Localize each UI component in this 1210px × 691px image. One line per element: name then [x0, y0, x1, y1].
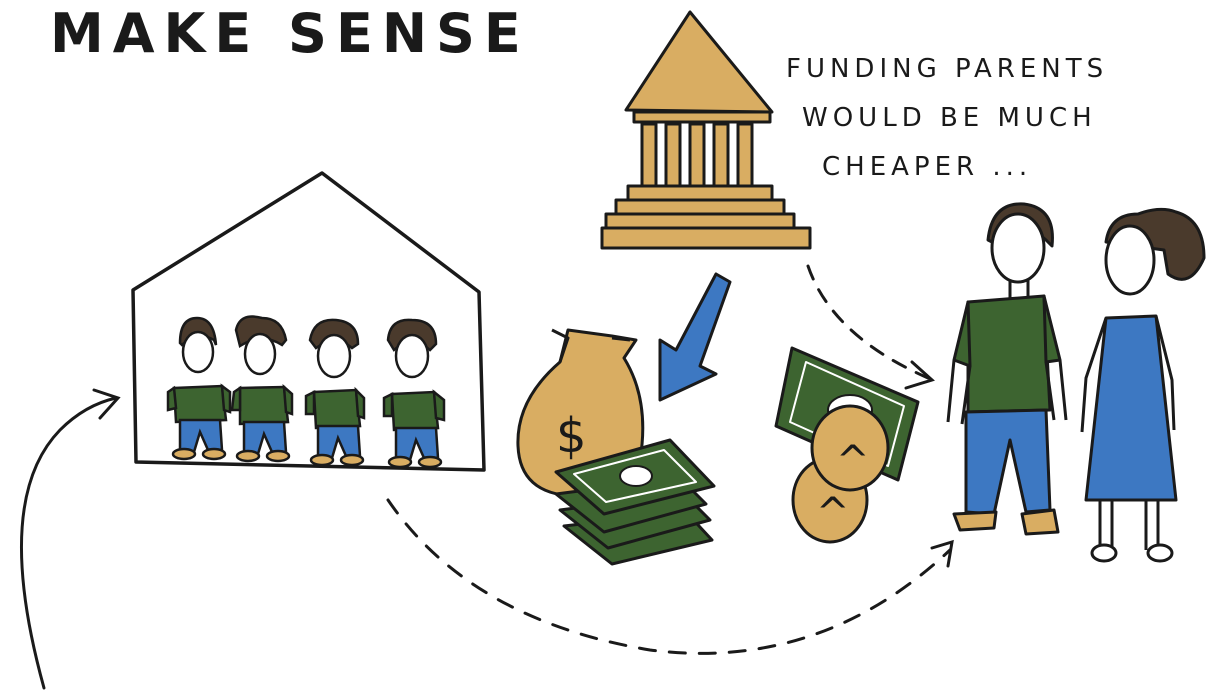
cash-stack-icon	[554, 438, 716, 566]
children-group	[166, 315, 446, 469]
caption-line-3: CHEAPER ...	[822, 152, 1033, 182]
government-building	[600, 10, 812, 250]
money-symbol: $	[556, 408, 587, 464]
blue-arrow-icon	[658, 272, 732, 402]
daycare-house	[131, 171, 486, 472]
child-1	[166, 316, 232, 461]
coin-symbol-bottom: ^	[816, 490, 850, 536]
arrowhead-to-parents-top	[904, 360, 935, 390]
child-4	[382, 318, 446, 469]
coin-symbol-top: ^	[836, 438, 870, 484]
mother-figure	[1080, 207, 1206, 563]
caption-line-1: FUNDING PARENTS	[786, 54, 1109, 84]
heading: MAKE SENSE	[50, 2, 530, 65]
arrowhead-to-parents-bottom	[930, 539, 954, 568]
child-3	[304, 318, 366, 467]
father-figure	[946, 202, 1068, 536]
dashed-arrow-building-to-parents	[806, 264, 930, 380]
coins-icon	[791, 404, 890, 544]
dashed-arrow-house-to-parents	[386, 498, 952, 655]
curved-arrow-into-house	[20, 388, 121, 690]
child-2	[230, 315, 294, 463]
caption-line-2: WOULD BE MUCH	[802, 103, 1097, 133]
